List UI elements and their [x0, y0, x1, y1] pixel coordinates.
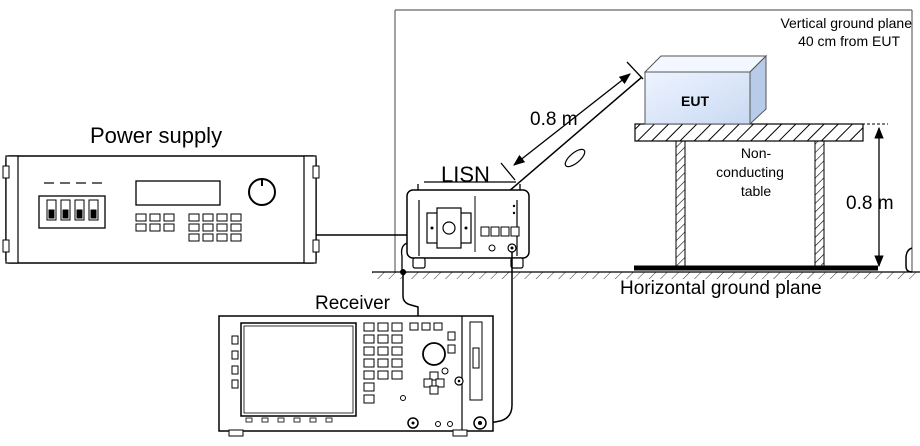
table-label-line3: table [741, 183, 772, 199]
vertical-plane-label-line2: 40 cm from EUT [798, 33, 900, 49]
cable-length-label: 0.8 m [530, 109, 578, 130]
eut-box [643, 54, 768, 126]
table-label-line2: conducting [716, 164, 784, 180]
height-dimension [862, 123, 888, 268]
receiver-unit [218, 315, 494, 437]
eut-label: EUT [681, 93, 709, 109]
power-supply-unit [2, 155, 320, 264]
horizontal-ground-plane [372, 271, 920, 279]
height-dimension-label: 0.8 m [846, 193, 894, 214]
horizontal-plane-label: Horizontal ground plane [620, 278, 822, 299]
vertical-ground-plane [394, 9, 913, 272]
power-supply-label: Power supply [90, 123, 222, 148]
non-conducting-table [634, 123, 878, 271]
lisn-label: LISN [441, 162, 490, 187]
lisn-unit [400, 181, 530, 275]
vertical-plane-label-line1: Vertical ground plane [780, 15, 912, 31]
ground-strap-right [905, 247, 913, 273]
table-label-line1: Non- [741, 145, 772, 161]
cable-length-dimension [500, 61, 644, 181]
receiver-label: Receiver [315, 293, 391, 314]
